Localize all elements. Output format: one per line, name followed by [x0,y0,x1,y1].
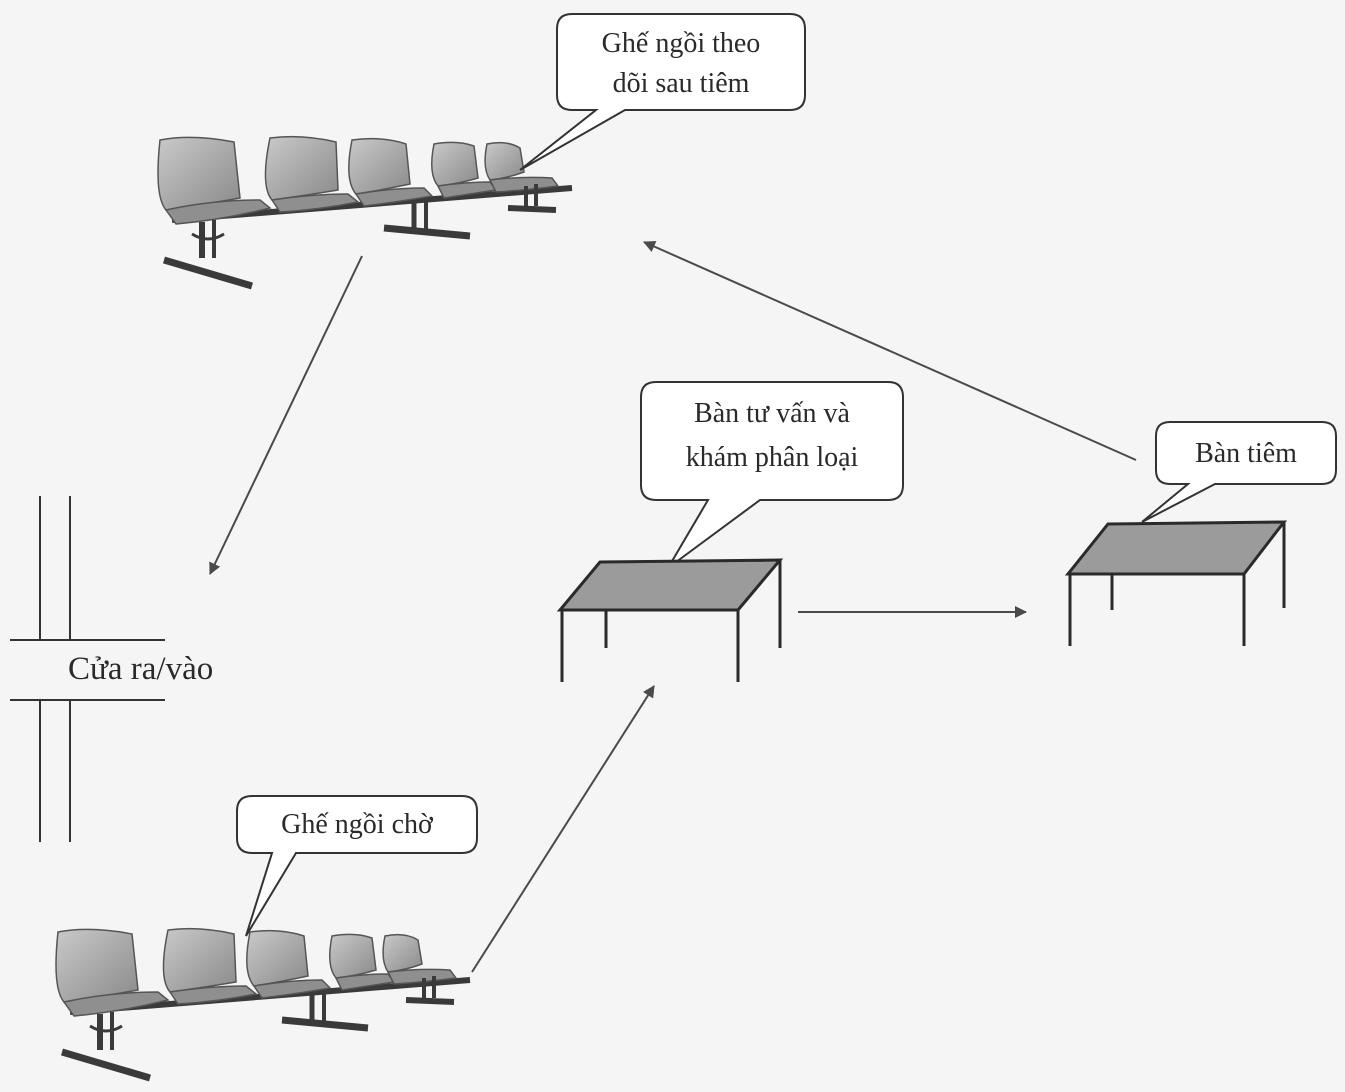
post-injection-seats-label-line2: dõi sau tiêm [613,68,750,99]
consultation-table-callout: Bàn tư vấn và khám phân loại [640,381,904,569]
arrow-injection-to-observation [643,240,1137,461]
injection-table [1064,520,1288,646]
door-label: Cửa ra/vào [68,651,213,687]
consultation-table-label-line2: khám phân loại [686,442,859,473]
injection-table-callout: Bàn tiêm [1141,421,1337,523]
post-injection-seats-label-line1: Ghế ngồi theo [602,28,761,59]
door-icon [10,496,165,842]
arrow-waiting-to-consultation [471,685,655,973]
post-injection-seats-callout: Ghế ngồi theo dõi sau tiêm [519,13,806,171]
post-injection-seat-row [158,137,572,286]
arrow-observation-to-door [209,255,363,575]
waiting-seat-row [56,929,470,1078]
consultation-table [556,558,784,682]
waiting-seats-label: Ghế ngồi chờ [281,809,434,840]
injection-table-label: Bàn tiêm [1195,438,1297,469]
waiting-seats-callout: Ghế ngồi chờ [236,795,478,937]
consultation-table-label-line1: Bàn tư vấn và [694,398,850,429]
